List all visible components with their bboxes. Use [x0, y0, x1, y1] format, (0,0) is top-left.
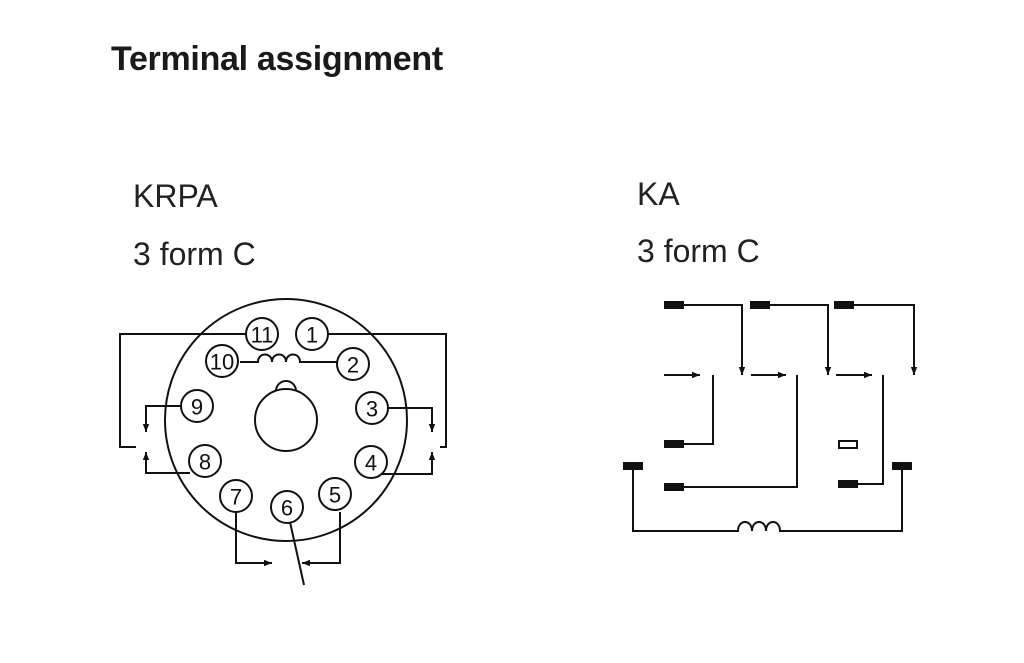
pin-4: [354, 445, 388, 479]
pin-2: [336, 347, 370, 381]
key-notch: [275, 380, 297, 392]
pin-3: [355, 391, 389, 425]
pin-label-5: 5: [329, 483, 341, 508]
pin-6: [270, 490, 304, 524]
socket-outline: [164, 298, 408, 542]
pin-11: [245, 317, 279, 351]
pin-label-6: 6: [281, 496, 293, 521]
ka-terminal: [664, 301, 684, 309]
pin-7: [219, 479, 253, 513]
pin-label-8: 8: [199, 450, 211, 475]
ka-terminal-hollow: [838, 440, 858, 449]
pin-5: [318, 477, 352, 511]
bottom-contact-wire: [235, 512, 272, 567]
ka-terminal: [664, 483, 684, 491]
coil-icon: [240, 353, 338, 363]
ka-terminal: [892, 462, 912, 470]
pin-label-11: 11: [251, 323, 274, 348]
pin-label-2: 2: [347, 353, 359, 378]
ka-terminal: [623, 462, 643, 470]
pin-label-3: 3: [366, 397, 378, 422]
krpa-form-label: 3 form C: [133, 236, 256, 272]
right-contact-wire: [326, 333, 447, 448]
ka-terminal: [664, 440, 684, 448]
pin-label-7: 7: [230, 485, 242, 510]
page-title: Terminal assignment: [111, 40, 443, 78]
krpa-socket-diagram: [119, 298, 447, 586]
center-hole: [254, 388, 318, 452]
pin-label-1: 1: [306, 323, 318, 348]
pin-label-10: 10: [210, 350, 234, 375]
ka-schematic: [632, 304, 918, 532]
pin-9: [180, 389, 214, 423]
krpa-model-label: KRPA: [133, 178, 218, 214]
pin-8: [188, 444, 222, 478]
ka-terminal: [834, 301, 854, 309]
ka-coil-icon: [632, 466, 903, 532]
pin-label-9: 9: [191, 395, 203, 420]
ka-terminal: [750, 301, 770, 309]
ka-terminal: [838, 480, 858, 488]
ka-form-label: 3 form C: [637, 233, 760, 269]
pin-10: [205, 344, 239, 378]
ka-model-label: KA: [637, 176, 680, 212]
pin-label-4: 4: [365, 451, 377, 476]
left-contact-wire: [119, 333, 262, 448]
pin-1: [295, 317, 329, 351]
